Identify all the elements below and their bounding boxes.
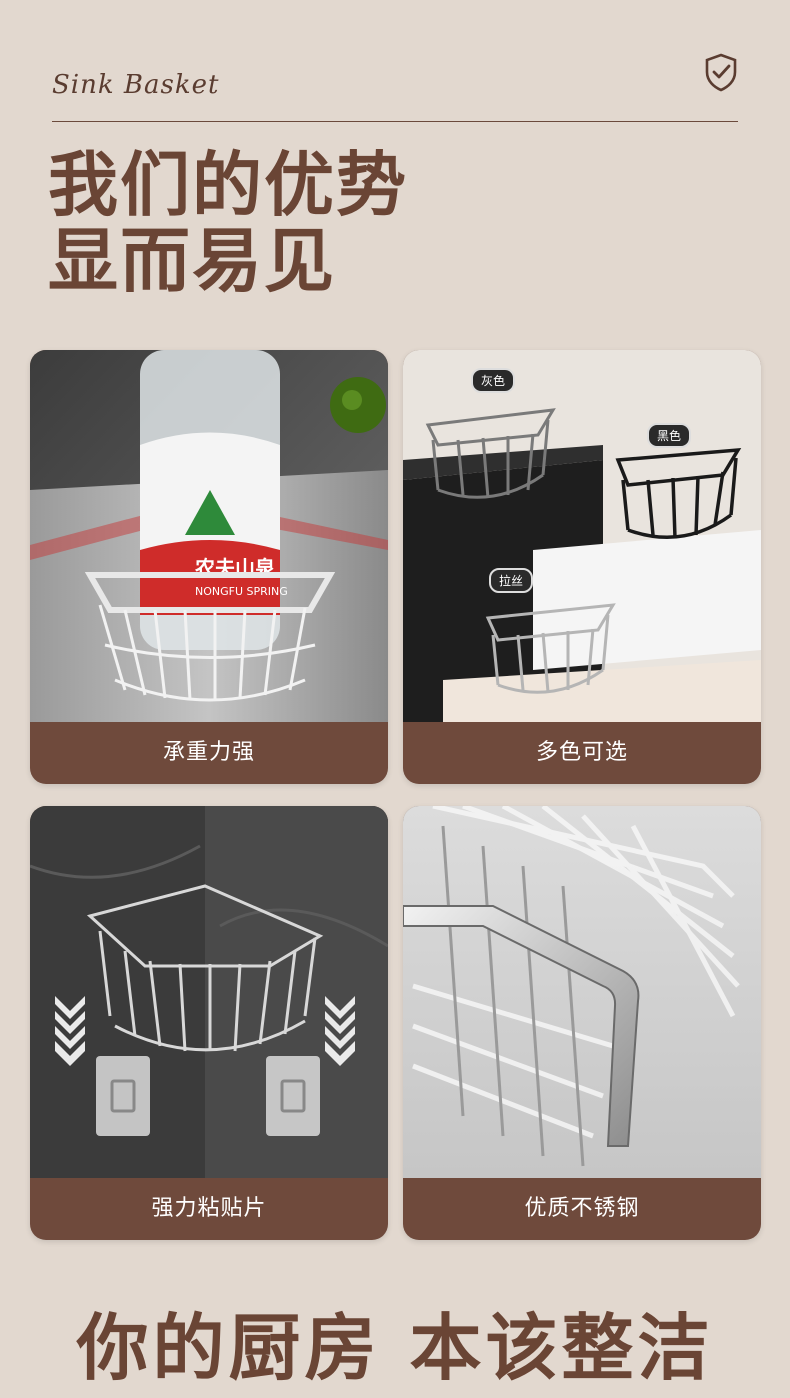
color-tag-brushed: 拉丝 bbox=[489, 568, 534, 593]
feature-card-adhesive: 强力粘贴片 bbox=[30, 806, 388, 1240]
bottle-in-basket-image: 农夫山泉 NONGFU SPRING bbox=[30, 350, 388, 722]
caption-steel: 优质不锈钢 bbox=[524, 1196, 640, 1221]
footer-slogan: 你的厨房 本该整洁 bbox=[76, 1306, 714, 1390]
adhesive-pads-image bbox=[30, 806, 388, 1178]
feature-card-steel: 优质不锈钢 bbox=[403, 806, 761, 1240]
shield-check-icon bbox=[705, 53, 737, 92]
caption-adhesive: 强力粘贴片 bbox=[151, 1196, 267, 1221]
color-tag-gray: 灰色 bbox=[471, 368, 516, 393]
bottle-sub-text: NONGFU SPRING bbox=[195, 585, 288, 598]
header-divider bbox=[52, 121, 738, 122]
color-tag-black: 黑色 bbox=[647, 423, 692, 448]
brand-title: Sink Basket bbox=[52, 70, 220, 100]
headline-line2: 显而易见 bbox=[48, 220, 336, 302]
caption-load: 承重力强 bbox=[162, 740, 255, 765]
stainless-closeup-image bbox=[403, 806, 761, 1178]
feature-card-load: 农夫山泉 NONGFU SPRING 承重力强 bbox=[30, 350, 388, 784]
headline-line1: 我们的优势 bbox=[48, 144, 408, 226]
caption-colors: 多色可选 bbox=[535, 740, 628, 765]
feature-card-colors: 灰色 黑色 拉丝 多色可选 bbox=[403, 350, 761, 784]
color-variants-image bbox=[403, 350, 761, 722]
